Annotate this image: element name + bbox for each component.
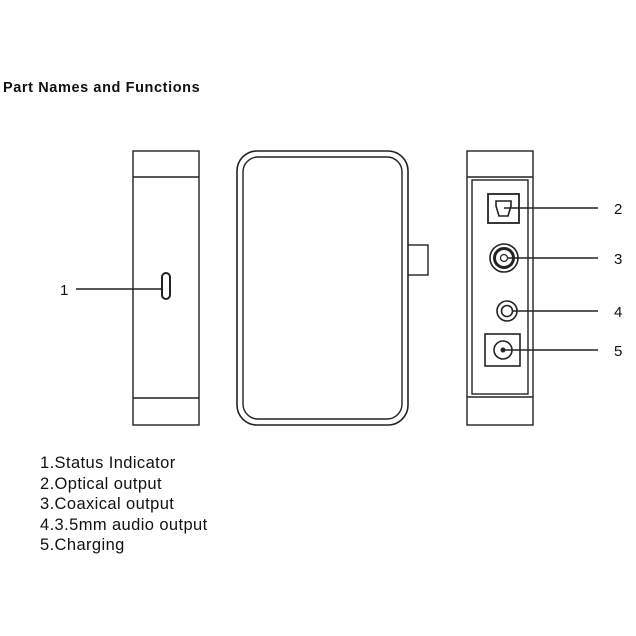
legend-item-coaxial-output: 3.Coaxical output	[40, 495, 175, 513]
legend-item-status-indicator: 1.Status Indicator	[40, 454, 176, 472]
right-side-body	[466, 150, 534, 426]
front-outer-shell	[236, 150, 409, 426]
callout-5-number: 5	[614, 343, 622, 360]
right-side-view	[466, 150, 534, 426]
legend-item-optical-output: 2.Optical output	[40, 474, 162, 493]
callout-5: 5	[503, 343, 622, 360]
callout-3-number: 3	[614, 251, 622, 268]
callout-4: 4	[512, 304, 622, 321]
legend-item-charging: 5.Charging	[40, 536, 125, 554]
status-indicator-led	[161, 272, 171, 300]
callout-4-number: 4	[614, 304, 622, 321]
callout-1: 1	[60, 282, 162, 299]
callout-3: 3	[508, 251, 622, 268]
callout-2-number: 2	[614, 201, 622, 218]
callout-2: 2	[504, 201, 622, 218]
front-view	[236, 150, 429, 426]
port-panel	[471, 179, 529, 395]
legend-item-audio-output: 4.3.5mm audio output	[40, 515, 208, 534]
parts-legend: 1.Status Indicator 2.Optical output 3.Co…	[40, 453, 208, 556]
front-inner-panel	[242, 156, 403, 420]
left-side-body	[132, 150, 200, 426]
callout-1-number: 1	[60, 282, 68, 299]
left-side-view	[132, 150, 200, 426]
section-title: Part Names and Functions	[3, 80, 201, 96]
